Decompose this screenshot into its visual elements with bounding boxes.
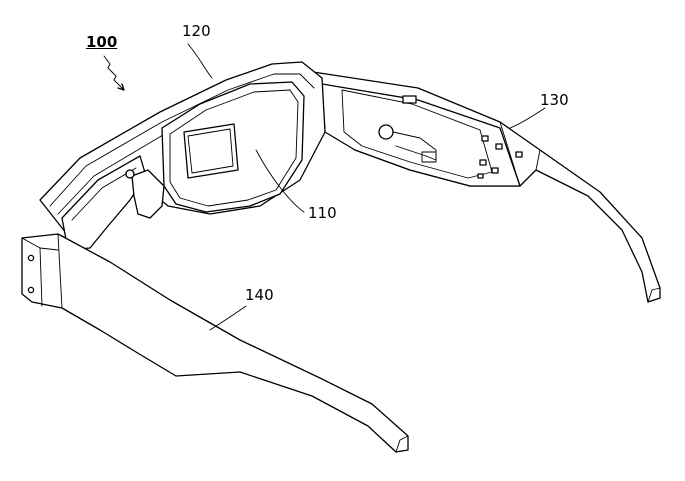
leader-120 (187, 43, 213, 79)
label-left-temple: 140 (245, 286, 274, 304)
leader-lines (103, 43, 546, 331)
frame (39, 61, 326, 251)
nose-pad (131, 169, 165, 219)
label-right-temple: 130 (540, 91, 569, 109)
label-display: 110 (308, 204, 337, 222)
label-frame: 120 (182, 22, 211, 40)
sensor-icon (378, 124, 394, 140)
leader-110 (255, 149, 305, 213)
electronics-module (306, 71, 523, 187)
label-device: 100 (86, 33, 118, 51)
left-temple (21, 233, 409, 453)
leader-130 (509, 107, 546, 129)
display (183, 123, 239, 179)
leader-140 (209, 305, 247, 331)
button-icon (402, 95, 417, 104)
arrow-100 (103, 55, 125, 91)
arrow-head-icon (117, 83, 125, 91)
